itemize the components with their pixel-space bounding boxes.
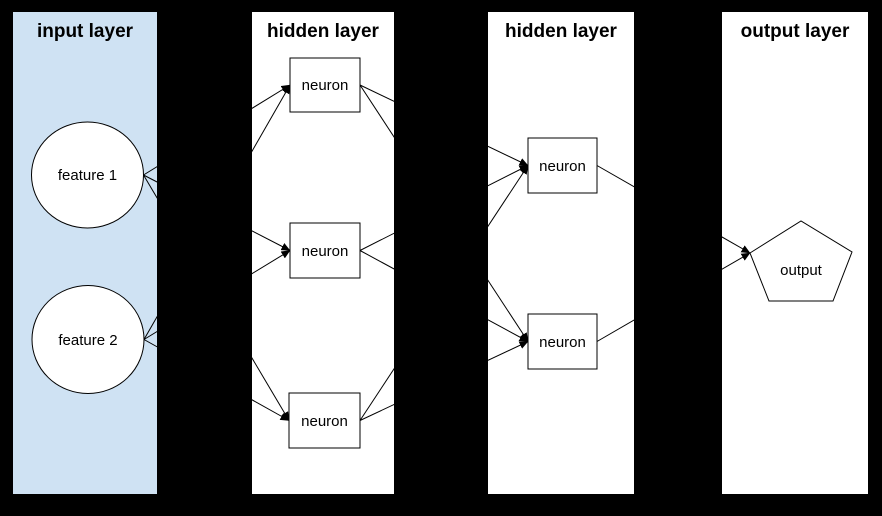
output-pentagon (749, 220, 853, 302)
hidden2-neuron-2-box (527, 313, 598, 370)
input-layer-panel (13, 12, 157, 494)
hidden2-neuron-1-label: neuron (539, 158, 586, 175)
feature-2-node: feature 2 (31, 285, 145, 394)
hidden-layer-2-title: hidden layer (505, 21, 618, 42)
feature-2-circle (31, 285, 145, 394)
hidden1-neuron-1-box (289, 57, 361, 113)
hidden2-neuron-2-node: neuron (527, 313, 598, 370)
hidden1-neuron-3-box (288, 392, 361, 449)
hidden1-neuron-3-label: neuron (301, 413, 348, 430)
hidden1-neuron-3-node: neuron (288, 392, 361, 449)
hidden2-neuron-1-node: neuron (527, 137, 598, 194)
input-layer-title: input layer (37, 21, 134, 42)
feature-1-label: feature 1 (58, 167, 117, 184)
edges (143, 84, 751, 421)
hidden-layer-2-panel (488, 12, 634, 494)
hidden1-neuron-1-label: neuron (302, 77, 349, 94)
output-label: output (780, 262, 823, 279)
hidden2-neuron-2-label: neuron (539, 334, 586, 351)
output-node: output (749, 220, 853, 302)
feature-1-node: feature 1 (31, 121, 144, 229)
hidden2-neuron-1-box (527, 137, 598, 194)
feature-2-label: feature 2 (58, 332, 117, 349)
hidden1-neuron-2-node: neuron (289, 222, 361, 279)
hidden1-neuron-2-box (289, 222, 361, 279)
feature-1-circle (31, 121, 144, 229)
output-layer-title: output layer (741, 21, 850, 42)
hidden-layer-1-title: hidden layer (267, 21, 380, 42)
hidden1-neuron-2-label: neuron (302, 243, 349, 260)
hidden1-neuron-1-node: neuron (289, 57, 361, 113)
